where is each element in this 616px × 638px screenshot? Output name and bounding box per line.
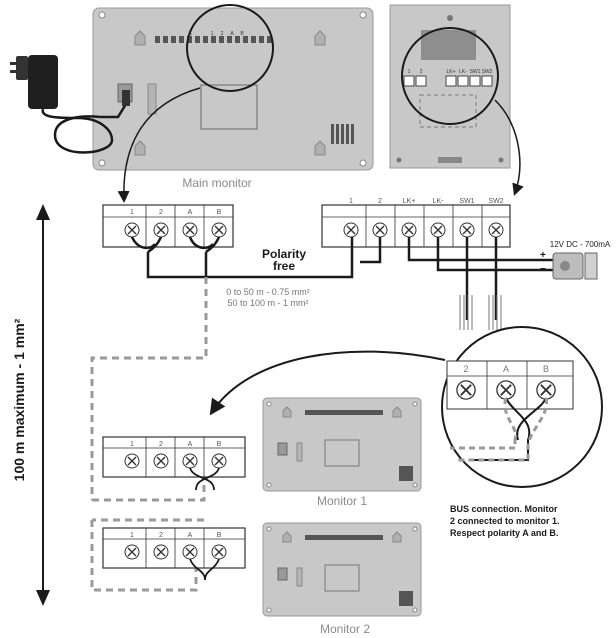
main-monitor-zoom-circle: [186, 4, 274, 92]
switch-wire-ends: [459, 295, 502, 330]
block-label: 2: [159, 441, 163, 448]
main-terminal-label: 1: [211, 31, 214, 37]
block-label: 1: [130, 209, 134, 216]
monitor2-terminal-block: 1 2 A B: [102, 527, 246, 581]
lock-plus: +: [540, 250, 546, 261]
block-label: A: [188, 532, 193, 539]
door-station-arrow: [494, 99, 524, 196]
cable-spec-line2: 50 to 100 m - 1 mm²: [227, 298, 308, 308]
monitor2-caption: Monitor 2: [320, 622, 370, 636]
block-label: SW2: [488, 198, 503, 205]
door-station-terminal-label: 2: [420, 69, 423, 75]
block-label: SW1: [459, 198, 474, 205]
door-station-terminal-block: 1 2 LK+ LK- SW1 SW2: [321, 198, 511, 248]
main-terminal-label: B: [240, 31, 244, 37]
bus-note-line2: 2 connected to monitor 1.: [450, 516, 560, 526]
lock-power-label: 12V DC - 700mA: [550, 240, 611, 249]
block-label: LK-: [433, 198, 445, 205]
door-station-device: 1 2 LK+ LK- SW1 SW2: [389, 4, 511, 169]
main-monitor-connector-row: [155, 36, 272, 43]
power-adapter: [10, 55, 130, 154]
block-label: B: [217, 209, 222, 216]
polarity-zoom-circle: 2 A B: [441, 326, 603, 488]
main-terminal-label: A: [230, 31, 234, 37]
zoom-terminal-label: A: [503, 364, 509, 374]
block-label: B: [217, 532, 222, 539]
block-label: 2: [159, 532, 163, 539]
polarity-line2: free: [273, 259, 295, 273]
block-label: A: [188, 209, 193, 216]
main-terminal-label: S: [188, 31, 192, 37]
bus-cable: [130, 236, 382, 279]
block-label: LK+: [403, 198, 416, 205]
zoom-terminal-label: 2: [463, 364, 468, 374]
block-label: B: [217, 441, 222, 448]
door-station-terminal-label: LK+: [446, 69, 455, 75]
bus-note-line3: Respect polarity A and B.: [450, 528, 558, 538]
block-label: 1: [349, 198, 353, 205]
distance-label: 100 m maximum - 1 mm²: [11, 318, 27, 481]
speaker-grille: [331, 124, 354, 144]
block-label: 2: [159, 209, 163, 216]
dashed-bus: [90, 277, 208, 592]
polarity-line1: Polarity: [262, 247, 306, 261]
monitor1-terminal-block: 1 2 A B: [102, 436, 246, 491]
lock-minus: −: [540, 264, 546, 275]
electric-lock: [552, 252, 598, 280]
main-monitor-caption: Main monitor: [182, 176, 251, 190]
door-station-terminal-label: LK-: [459, 69, 467, 75]
zoom-terminal-label: B: [543, 364, 549, 374]
main-monitor-device: S 1 2 A B: [92, 4, 374, 171]
door-station-terminal-label: 1: [408, 69, 411, 75]
main-terminal-label: 2: [221, 31, 224, 37]
monitor1-device: [262, 397, 422, 492]
monitor1-caption: Monitor 1: [317, 494, 367, 508]
cable-spec-line1: 0 to 50 m - 0.75 mm²: [226, 287, 310, 297]
main-monitor-arrow: [117, 87, 201, 203]
lock-wiring: [407, 237, 560, 320]
bus-note-line1: BUS connection. Monitor: [450, 504, 558, 514]
door-station-terminal-label: SW1: [470, 69, 481, 75]
block-label: A: [188, 441, 193, 448]
zoom-arrow: [209, 350, 446, 416]
block-label: 1: [130, 532, 134, 539]
block-label: 1: [130, 441, 134, 448]
door-station-terminal-row: [403, 75, 493, 87]
block-label: 2: [378, 198, 382, 205]
door-station-terminal-label: SW2: [482, 69, 493, 75]
monitor2-device: [262, 522, 422, 617]
main-monitor-terminal-block: 1 2 A B: [102, 204, 234, 248]
